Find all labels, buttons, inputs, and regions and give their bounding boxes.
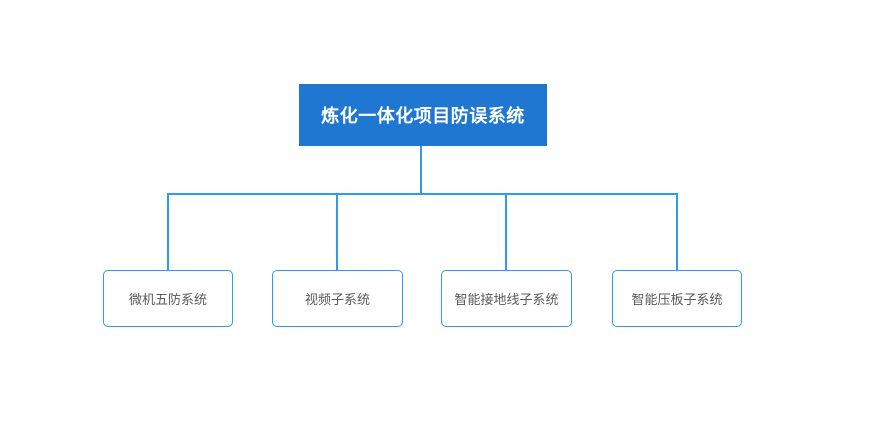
connector-bus (167, 193, 678, 195)
child-node-label: 智能压板子系统 (631, 292, 723, 307)
child-node-label: 视频子系统 (304, 292, 370, 307)
connector-drop-3 (505, 193, 507, 271)
child-node-pressure-plate[interactable]: 智能压板子系统 (612, 270, 742, 327)
root-node[interactable]: 炼化一体化项目防误系统 (299, 84, 547, 146)
connector-drop-4 (676, 193, 678, 271)
child-node-wujifang[interactable]: 微机五防系统 (103, 270, 233, 327)
connector-root-stem (420, 146, 422, 194)
child-node-label: 智能接地线子系统 (454, 292, 559, 307)
child-node-grounding-wire[interactable]: 智能接地线子系统 (441, 270, 572, 327)
connector-drop-1 (167, 193, 169, 271)
child-node-video[interactable]: 视频子系统 (272, 270, 403, 327)
child-node-label: 微机五防系统 (128, 292, 207, 307)
root-node-label: 炼化一体化项目防误系统 (321, 106, 525, 126)
connector-drop-2 (336, 193, 338, 271)
